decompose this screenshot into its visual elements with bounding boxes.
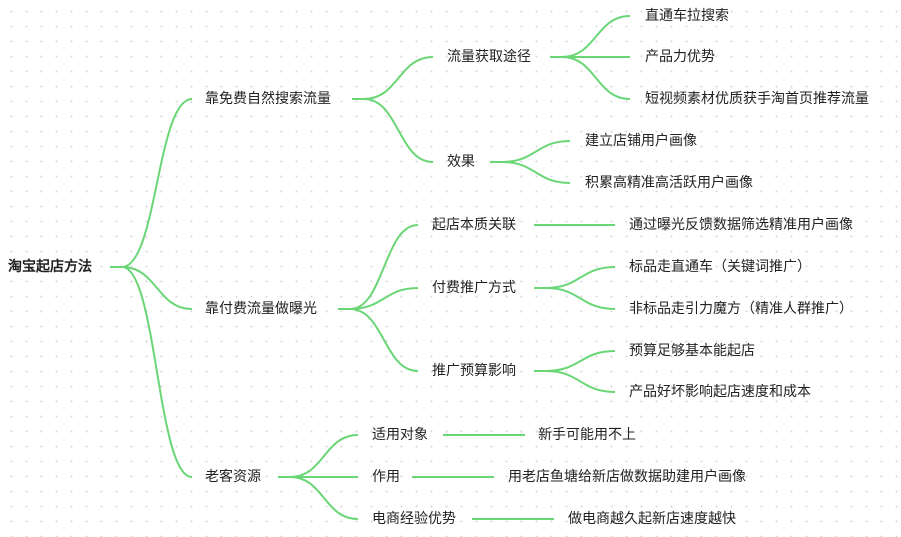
leaf-node[interactable]: 积累高精准高活跃用户画像	[585, 175, 753, 191]
branch-node[interactable]: 靠免费自然搜索流量	[205, 91, 331, 107]
sub-node[interactable]: 作用	[372, 469, 400, 485]
connector-line	[278, 476, 359, 520]
leaf-node[interactable]: 标品走直通车（关键词推广）	[629, 259, 811, 275]
sub-node[interactable]: 流量获取途径	[447, 49, 531, 65]
leaf-node[interactable]: 建立店铺用户画像	[585, 133, 697, 149]
connector-line	[490, 140, 571, 163]
sub-node[interactable]: 付费推广方式	[432, 280, 516, 296]
leaf-node[interactable]: 新手可能用不上	[538, 427, 636, 443]
leaf-node[interactable]: 用老店鱼塘给新店做数据助建用户画像	[508, 469, 746, 485]
sub-node[interactable]: 效果	[447, 154, 475, 170]
leaf-node[interactable]: 通过曝光反馈数据筛选精准用户画像	[629, 217, 853, 233]
branch-node[interactable]: 靠付费流量做曝光	[205, 301, 317, 317]
connector-line	[338, 287, 419, 310]
connector-line	[110, 266, 193, 478]
connector-line	[352, 98, 434, 163]
sub-node[interactable]: 适用对象	[372, 427, 428, 443]
connector-line	[110, 98, 193, 268]
connector-line	[550, 15, 631, 58]
leaf-node[interactable]: 非标品走引力魔方（精准人群推广）	[629, 301, 853, 317]
connector-line	[534, 370, 616, 393]
connector-line	[338, 308, 419, 372]
leaf-node[interactable]: 预算足够基本能起店	[629, 343, 755, 359]
leaf-node[interactable]: 直通车拉搜索	[645, 8, 729, 24]
connector-line	[534, 350, 616, 372]
root-node[interactable]: 淘宝起店方法	[8, 259, 92, 275]
leaf-node[interactable]: 产品力优势	[645, 49, 715, 65]
leaf-node[interactable]: 短视频素材优质获手淘首页推荐流量	[645, 91, 869, 107]
connector-line	[490, 161, 571, 184]
connector-line	[550, 56, 631, 100]
leaf-node[interactable]: 产品好坏影响起店速度和成本	[629, 384, 811, 400]
sub-node[interactable]: 起店本质关联	[432, 217, 516, 233]
branch-node[interactable]: 老客资源	[205, 469, 261, 485]
connector-line	[534, 287, 616, 310]
sub-node[interactable]: 推广预算影响	[432, 363, 516, 379]
connector-line	[338, 224, 419, 310]
leaf-node[interactable]: 做电商越久起新店速度越快	[568, 511, 736, 527]
connector-line	[278, 434, 359, 478]
sub-node[interactable]: 电商经验优势	[372, 511, 456, 527]
connector-line	[534, 266, 616, 289]
connector-line	[110, 266, 193, 310]
connector-line	[352, 56, 434, 100]
